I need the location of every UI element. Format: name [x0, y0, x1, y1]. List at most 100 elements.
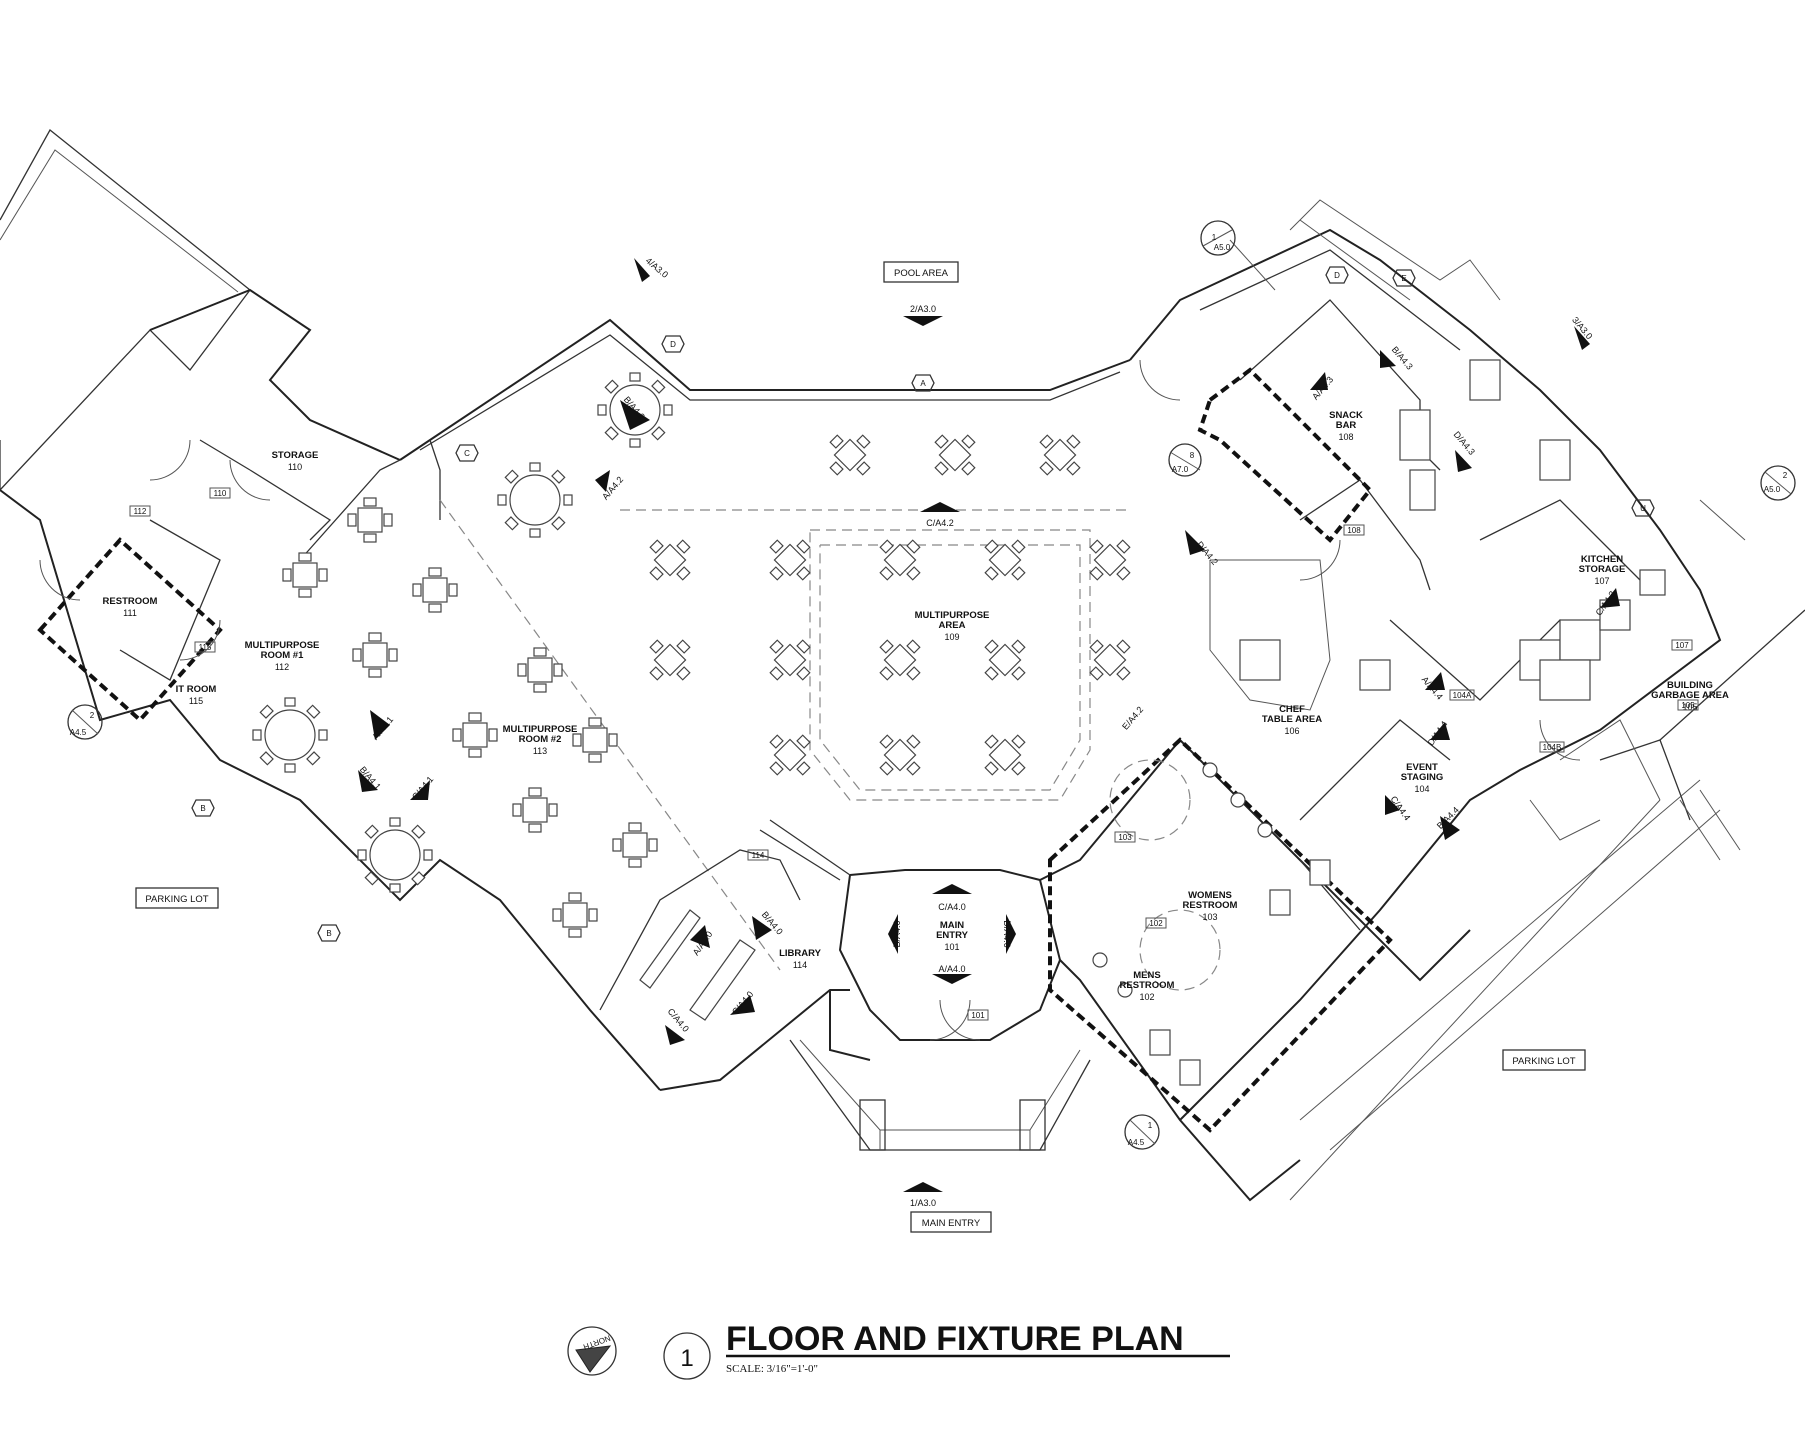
main-entry-site-label: MAIN ENTRY: [922, 1218, 981, 1229]
tables-room-112: [252, 497, 458, 893]
room-name-multipurpose-area: MULTIPURPOSE: [915, 610, 990, 621]
svg-text:A4.5: A4.5: [1128, 1138, 1145, 1147]
svg-text:1: 1: [1212, 233, 1217, 242]
room-num-main-entry: 101: [944, 942, 959, 952]
door-tag-103: 103: [1114, 831, 1136, 843]
grid-tag-e: E: [1392, 269, 1416, 287]
room-name-storage: STORAGE: [272, 450, 319, 461]
drawing-number-circle: [663, 1332, 711, 1380]
restroom-fixtures: [1092, 759, 1331, 1086]
door-tag-104b: 104B: [1539, 741, 1565, 753]
svg-text:104B: 104B: [1543, 743, 1562, 752]
elev-marker-8-a70: 8 A7.0: [1168, 443, 1202, 477]
door-tag-105: 105: [1677, 699, 1699, 711]
room-name-event-b: STAGING: [1401, 772, 1444, 783]
svg-text:D: D: [670, 340, 676, 349]
grid-tag-d-2: D: [1325, 266, 1349, 284]
door-tag-102: 102: [1145, 917, 1167, 929]
svg-text:112: 112: [134, 507, 147, 516]
door-tag-101: 101: [967, 1009, 989, 1021]
kitchen-equipment: [1239, 359, 1666, 701]
ref-b-a40-entry: B/A4.0: [892, 920, 902, 947]
room-name-mens-b: RESTROOM: [1120, 980, 1175, 991]
room-num-multipurpose-2: 113: [533, 746, 547, 756]
room-name-kitchen-b: STORAGE: [1579, 564, 1626, 575]
room-num-library: 114: [793, 960, 807, 970]
elev-marker-2-a50: 2 A5.0: [1699, 465, 1796, 541]
svg-text:2: 2: [1783, 471, 1788, 480]
door-tag-115: 115: [194, 641, 216, 653]
svg-text:1: 1: [1148, 1121, 1153, 1130]
room-name-garbage: BUILDING: [1667, 680, 1713, 691]
room-name-restroom: RESTROOM: [103, 596, 158, 607]
grid-tag-a: A: [911, 374, 935, 392]
svg-text:U: U: [1640, 504, 1646, 513]
west-site-outline: [0, 129, 251, 491]
svg-text:A4.5: A4.5: [70, 728, 87, 737]
room-num-womens: 103: [1202, 912, 1217, 922]
svg-text:A: A: [920, 379, 926, 388]
room-num-mens: 102: [1139, 992, 1154, 1002]
drawing-title: FLOOR AND FIXTURE PLAN: [726, 1320, 1184, 1358]
door-tag-112: 112: [129, 505, 151, 517]
room-name-snack: SNACK: [1329, 410, 1363, 421]
door-tag-104a: 104A: [1449, 689, 1475, 701]
ref-c-a42: C/A4.2: [926, 518, 954, 528]
svg-text:E: E: [1401, 274, 1406, 283]
door-tag-114: 114: [747, 849, 769, 861]
site-labels: POOL AREA PARKING LOT PARKING LOT MAIN E…: [135, 261, 1586, 1233]
svg-text:114: 114: [752, 851, 765, 860]
grid-tags: A B B C D D E U: [191, 266, 1655, 942]
svg-text:115: 115: [199, 643, 212, 652]
door-tags: 112 110 115 114 101 102 103 108 107 104A…: [129, 487, 1699, 1021]
svg-text:C: C: [464, 449, 470, 458]
ref-1-a30: 1/A3.0: [910, 1198, 936, 1208]
building-outline: [0, 199, 1805, 1202]
svg-text:107: 107: [1675, 641, 1689, 650]
ref-a-a40: A/A4.0: [691, 929, 715, 957]
drawing-number: 1: [680, 1345, 693, 1372]
svg-text:8: 8: [1190, 451, 1195, 460]
ref-a-a40-entry: A/A4.0: [938, 964, 965, 974]
grid-tag-d-1: D: [661, 335, 685, 353]
drawing-scale: SCALE: 3/16"=1'-0": [726, 1363, 818, 1375]
room-name-mens: MENS: [1133, 970, 1160, 981]
room-name-multipurpose-1b: ROOM #1: [261, 650, 304, 661]
library-shelves: [639, 909, 756, 1021]
room-labels: STORAGE 110 RESTROOM 111 MULTIPURPOSE RO…: [103, 410, 1729, 1002]
door-tag-107: 107: [1671, 639, 1693, 651]
elevation-markers: 1 A5.0 2 A5.0 8 A7.0 2 A4.5 1 A4.5: [67, 220, 1796, 1150]
room-num-multipurpose-area: 109: [944, 632, 959, 642]
svg-text:101: 101: [971, 1011, 985, 1020]
elev-marker-2-a45: 2 A4.5: [67, 704, 103, 740]
elev-marker-1-a50: 1 A5.0: [1200, 220, 1276, 291]
room-name-it-room: IT ROOM: [176, 684, 217, 695]
room-name-multipurpose-2: MULTIPURPOSE: [503, 724, 578, 735]
tables-room-109: [649, 434, 1131, 776]
room-name-multipurpose-2b: ROOM #2: [519, 734, 562, 745]
room-num-event: 104: [1414, 784, 1429, 794]
room-name-womens: WOMENS: [1188, 890, 1232, 901]
tables-room-113: [452, 372, 673, 938]
ref-c-a40-entry: C/A4.0: [938, 902, 966, 912]
accessible-zones: [37, 367, 1393, 1133]
room-num-snack: 108: [1338, 432, 1353, 442]
room-name-main-entry: MAIN: [940, 920, 964, 931]
room-num-storage: 110: [288, 462, 302, 472]
ref-2-a30: 2/A3.0: [910, 304, 936, 314]
svg-text:105: 105: [1681, 701, 1695, 710]
svg-text:110: 110: [214, 489, 227, 498]
title-block: NORTH 1 FLOOR AND FIXTURE PLAN SCALE: 3/…: [567, 1320, 1230, 1380]
svg-text:104A: 104A: [1453, 691, 1472, 700]
door-swings: [39, 359, 1581, 1041]
door-tag-110: 110: [209, 487, 231, 499]
elev-marker-1-a45: 1 A4.5: [1124, 1114, 1160, 1150]
interior-walls: [119, 299, 1641, 1011]
room-name-kitchen: KITCHEN: [1581, 554, 1623, 565]
room-name-garbage-b: GARBAGE AREA: [1651, 690, 1729, 701]
room-name-multipurpose-1: MULTIPURPOSE: [245, 640, 320, 651]
svg-text:B: B: [200, 804, 205, 813]
grid-tag-u: U: [1631, 499, 1655, 517]
ref-e-a42: E/A4.2: [1120, 705, 1145, 732]
